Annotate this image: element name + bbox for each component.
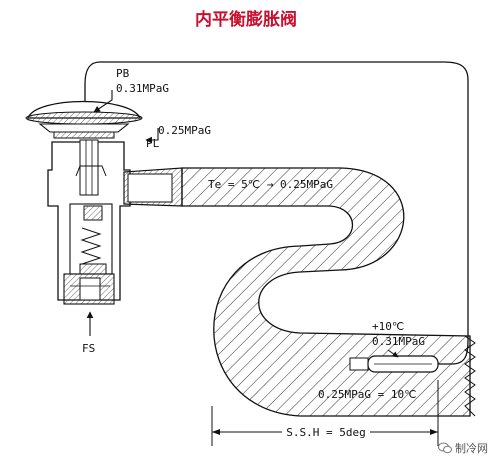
watermark-text: 制冷网 <box>455 442 488 455</box>
evaporator-tube <box>181 167 476 417</box>
watermark: 制冷网 <box>438 440 488 456</box>
valve-body <box>25 100 183 305</box>
bulb-arrow <box>387 349 399 358</box>
pl-pressure-label: 0.25MPaG <box>158 124 211 137</box>
bulb-pressure-label: 0.31MPaG <box>372 335 425 348</box>
sensing-bulb <box>349 355 439 373</box>
pb-pressure-label: 0.31MPaG <box>116 82 169 95</box>
ssh-dimension <box>211 380 439 446</box>
pl-label: PL <box>146 137 160 150</box>
bulb-temp-label: +10℃ <box>372 320 404 333</box>
pb-arrow <box>93 90 113 113</box>
outlet-condition-label: 0.25MPaG = 10℃ <box>318 388 416 401</box>
fs-label: FS <box>82 342 95 355</box>
capillary-tube <box>84 61 469 365</box>
ssh-label: S.S.H = 5deg <box>286 426 365 439</box>
pb-label: PB <box>116 67 130 80</box>
wechat-icon <box>438 442 452 454</box>
diagram-title: 内平衡膨胀阀 <box>195 9 297 30</box>
pl-arrow <box>145 128 159 144</box>
te-label: Te = 5℃ → 0.25MPaG <box>208 178 333 191</box>
